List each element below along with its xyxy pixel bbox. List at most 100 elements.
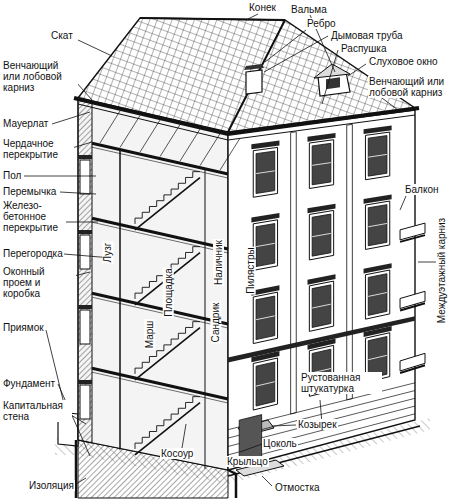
facade — [228, 110, 415, 470]
window — [256, 296, 275, 340]
part-label: Дымовая труба — [330, 30, 404, 41]
part-label: Крыльцо — [226, 456, 269, 467]
window-transom — [368, 223, 387, 226]
window — [368, 274, 387, 316]
window-transom — [368, 293, 387, 297]
window-opening — [80, 235, 90, 269]
part-label: Железо-бетонное перекрытие — [2, 200, 64, 233]
window-surround — [365, 201, 389, 249]
chimney-cap — [244, 64, 264, 70]
rafter — [180, 129, 200, 161]
rafter — [220, 138, 240, 170]
window — [368, 205, 387, 246]
window-transom — [368, 355, 387, 359]
stair-flight — [135, 397, 200, 449]
window-surround — [365, 132, 389, 180]
part-label: Ребро — [306, 18, 337, 29]
window-transom — [312, 163, 331, 166]
window — [312, 214, 331, 256]
window-transom — [312, 233, 331, 236]
window-pediment — [364, 194, 392, 203]
rafter — [100, 111, 120, 143]
part-label: Вальма — [290, 4, 328, 15]
part-label: Цоколь — [262, 438, 298, 449]
part-label: Чердачное перекрытие — [2, 138, 74, 160]
part-label: Распушка — [340, 43, 388, 54]
window-surround — [365, 270, 389, 319]
part-label-vertical: Междуэтажный карниз — [436, 216, 447, 323]
window-surround — [309, 140, 333, 189]
part-label-vertical: Марш — [145, 319, 156, 349]
window — [312, 143, 331, 184]
interfloor-cornice — [228, 316, 415, 362]
lintel — [78, 230, 92, 234]
rafter — [160, 125, 180, 157]
balcony-slab — [400, 303, 425, 310]
section-face — [78, 100, 228, 470]
window-pediment — [307, 274, 335, 284]
floor-finish — [92, 147, 228, 178]
window — [312, 285, 331, 328]
lintel — [78, 155, 92, 159]
chimney — [246, 70, 262, 94]
part-label: Приямок — [2, 322, 45, 333]
cornice-lower — [78, 104, 415, 140]
window-pediment — [251, 141, 279, 150]
window-surround — [253, 220, 277, 271]
stair-wall — [205, 169, 206, 469]
part-label-vertical: Пилястры — [244, 246, 255, 294]
floor-finish — [92, 297, 228, 328]
partition — [119, 150, 121, 450]
part-label: Венчающий или лобовой карниз — [2, 60, 78, 93]
window-opening — [80, 385, 90, 419]
part-label: Оконный проем и коробка — [2, 266, 76, 299]
floor-slab — [92, 293, 228, 324]
pilaster — [291, 132, 297, 414]
window — [256, 224, 275, 267]
window-surround — [253, 358, 277, 410]
window-transom — [256, 316, 275, 320]
part-label-vertical: Лузг — [102, 241, 113, 263]
window — [368, 136, 387, 177]
window-transom — [256, 171, 275, 174]
balcony — [400, 223, 425, 240]
window-opening — [80, 310, 90, 344]
window-pediment — [307, 133, 335, 142]
part-label-vertical: Площадка — [162, 267, 173, 317]
part-label: Козырек — [297, 419, 338, 430]
window-surround — [309, 210, 333, 260]
window — [256, 151, 275, 193]
window-surround — [253, 292, 277, 343]
balcony-slab — [400, 235, 425, 242]
rafter — [140, 120, 160, 152]
window-transom — [368, 154, 387, 157]
part-label: Изоляция — [28, 480, 75, 491]
window — [256, 362, 275, 406]
window-pediment — [364, 263, 392, 273]
part-label: Венчающий или лобовой карниз — [368, 76, 450, 98]
lintel — [78, 305, 92, 309]
part-label: Балкон — [404, 184, 440, 195]
part-label: Мауерлат — [2, 118, 49, 129]
rafter — [200, 134, 220, 166]
part-label: Отмостка — [274, 482, 321, 493]
part-label: Косоур — [160, 448, 194, 459]
rafter — [120, 116, 140, 148]
stringer — [135, 178, 200, 230]
window-transom — [256, 243, 275, 246]
window-transom — [312, 304, 331, 308]
part-label-vertical: Наличник — [213, 239, 224, 286]
part-label-vertical: Сандрик — [211, 301, 222, 343]
window-surround — [253, 147, 277, 197]
part-label: Фундамент — [2, 378, 56, 389]
pilaster — [347, 124, 353, 399]
part-label: Перемычка — [2, 186, 57, 197]
floor-slab — [92, 368, 228, 399]
part-label: Перегородка — [2, 248, 64, 259]
balcony-slab — [400, 365, 425, 373]
floor-finish — [92, 372, 228, 403]
window-opening — [80, 160, 90, 194]
stair-flight — [135, 172, 200, 224]
part-label: Конек — [248, 2, 277, 13]
